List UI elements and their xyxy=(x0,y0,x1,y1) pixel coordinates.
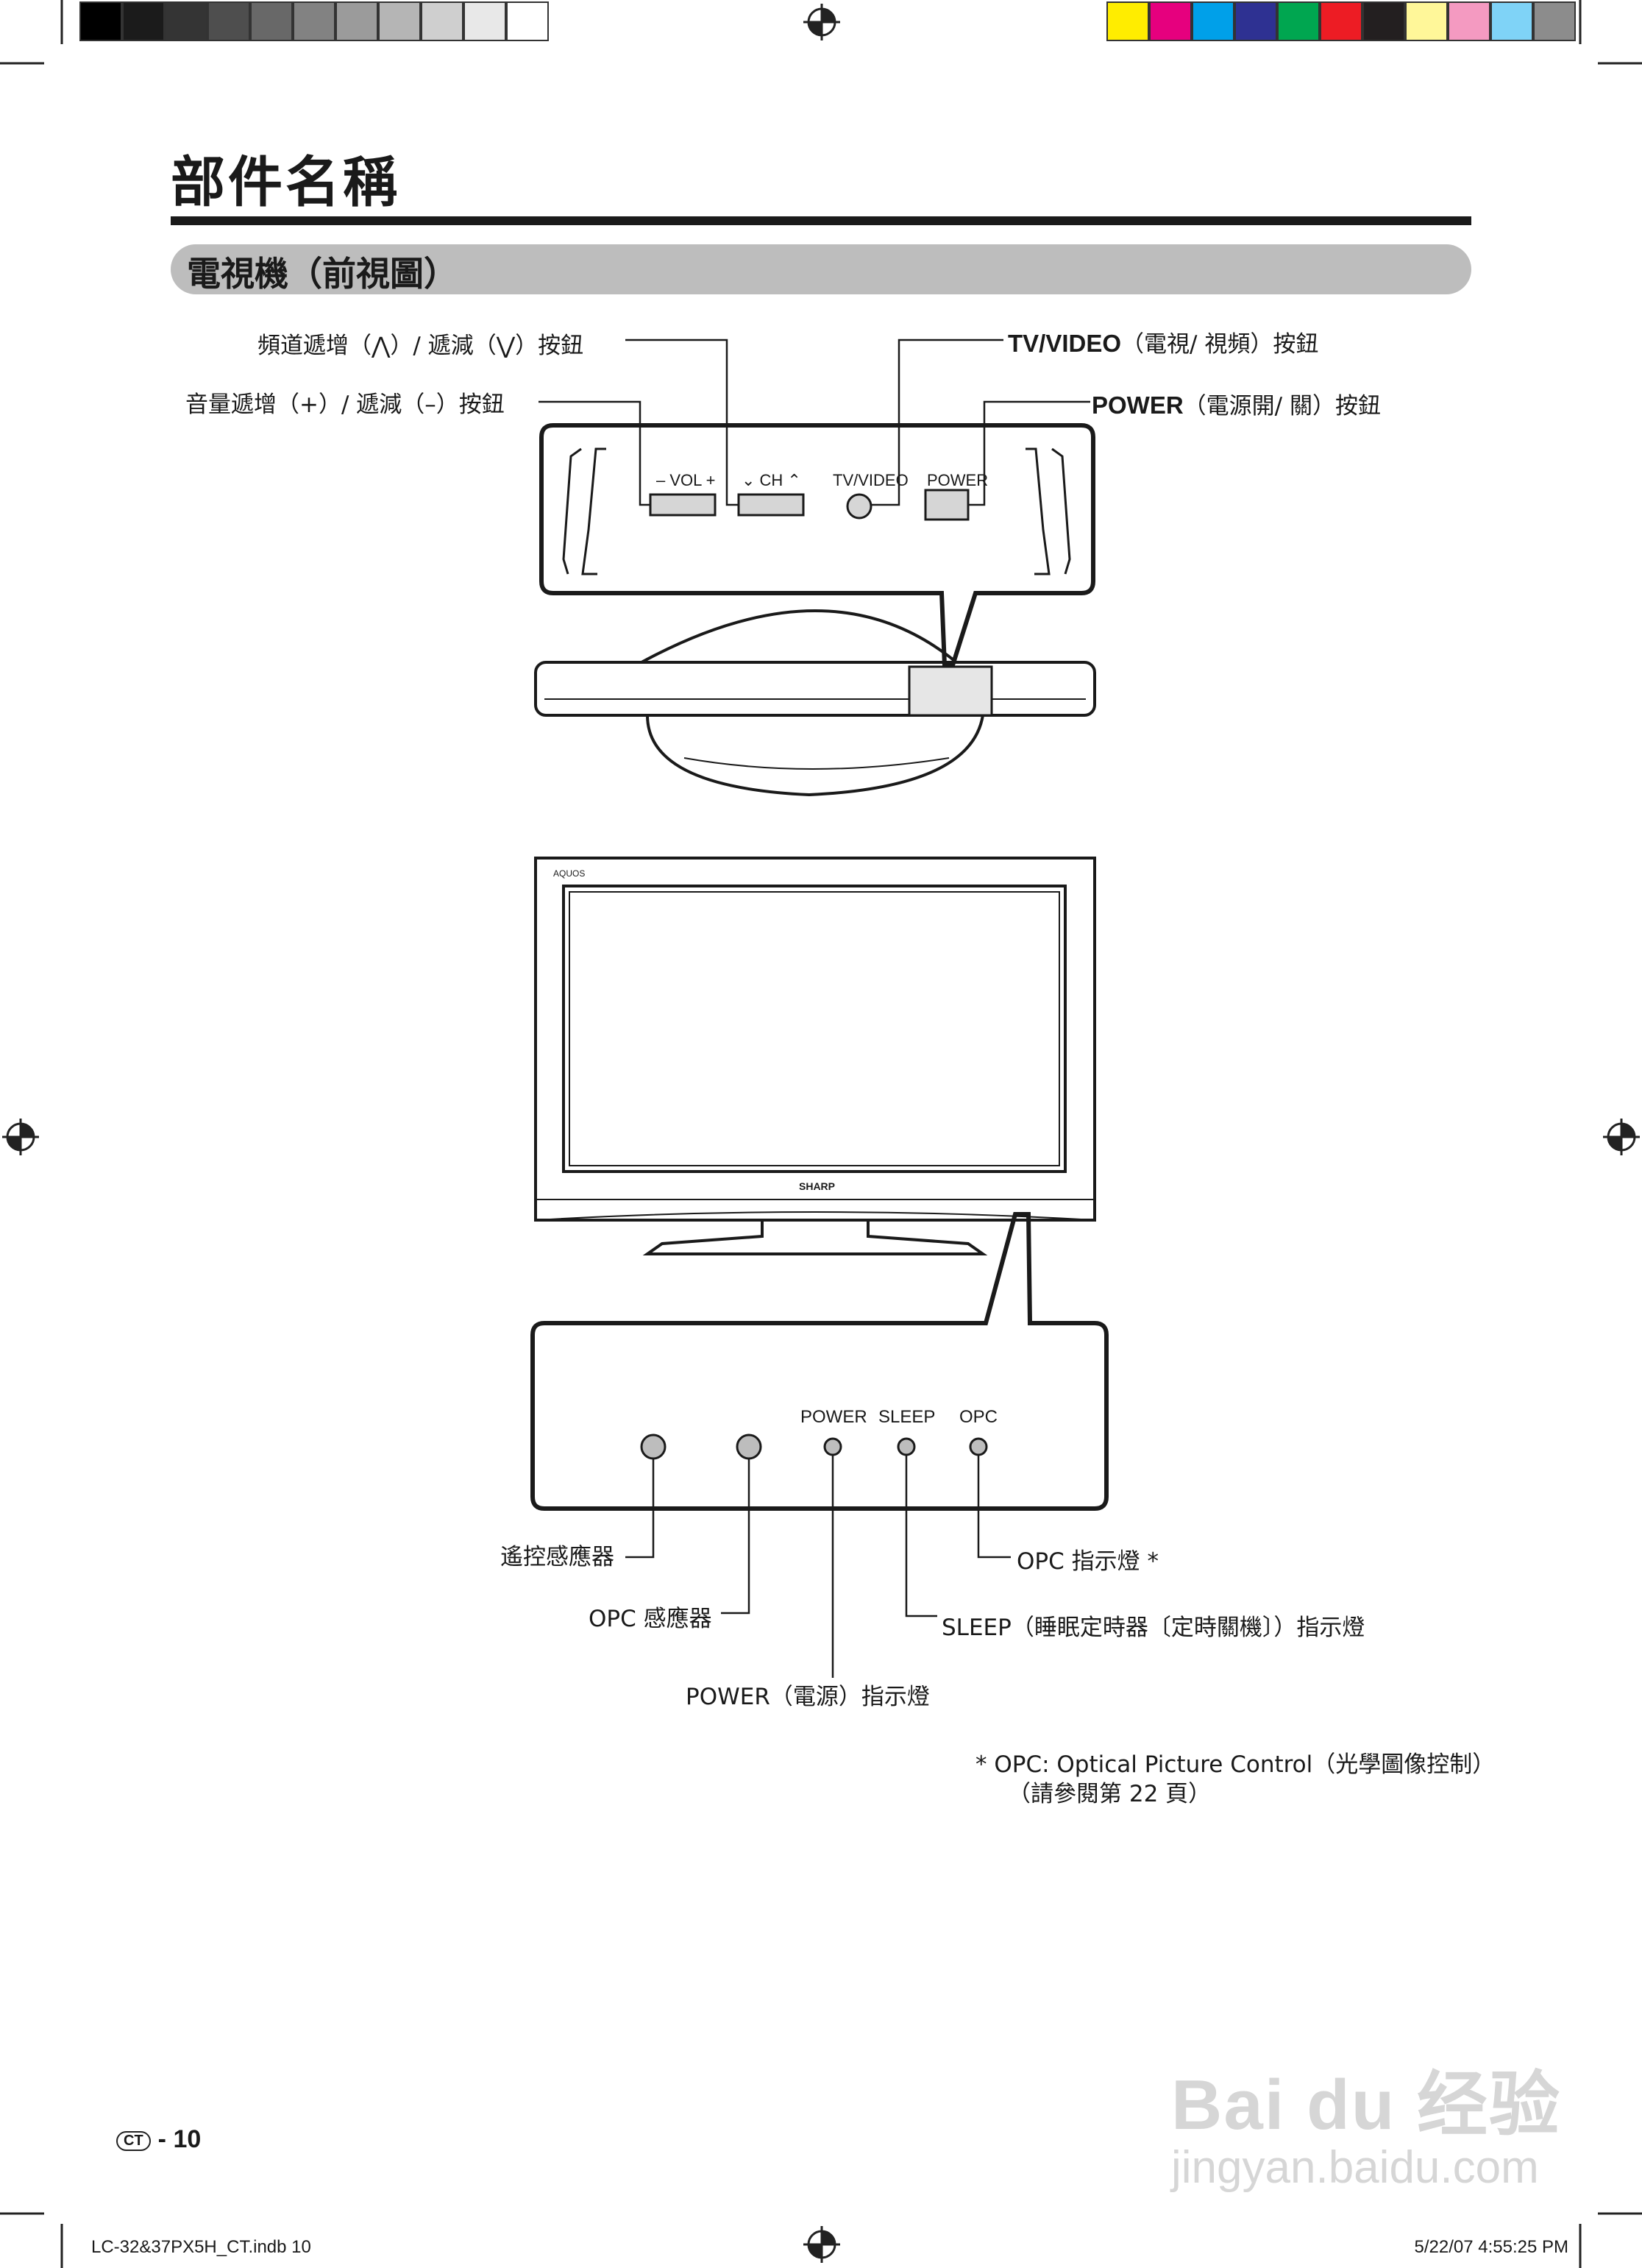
watermark-logo: Bai du 经验 xyxy=(1171,2066,1562,2144)
grays-swatch xyxy=(378,1,421,41)
vol-button xyxy=(649,493,717,517)
colors-swatch xyxy=(1405,1,1448,41)
indicator-callout xyxy=(530,1212,1109,1511)
opc-indicator-label: OPC 指示燈 * xyxy=(1017,1548,1159,1575)
remote-sensor xyxy=(640,1434,667,1460)
section-bar xyxy=(171,244,1471,294)
colors-swatch xyxy=(1362,1,1405,41)
colors-swatch xyxy=(1149,1,1192,41)
grays-swatch xyxy=(335,1,378,41)
footnote-line1: * OPC: Optical Picture Control（光學圖像控制） xyxy=(975,1751,1496,1778)
colors-swatch xyxy=(1277,1,1320,41)
ind-sleep-text: SLEEP xyxy=(878,1407,936,1427)
tv-front-frame xyxy=(534,857,1096,1222)
tvvideo-panel-text: TV/VIDEO xyxy=(833,471,909,489)
sleep-indicator-label: SLEEP（睡眠定時器〔定時關機〕）指示燈 xyxy=(942,1615,1365,1641)
power-indicator xyxy=(823,1437,842,1456)
grays-swatch xyxy=(79,1,122,41)
vol-button-label: 音量遞增（+）/ 遞減（–）按鈕 xyxy=(185,391,505,418)
opc-sensor xyxy=(736,1434,762,1460)
control-panel-callout xyxy=(539,423,1095,667)
ind-power-text: POWER xyxy=(800,1407,867,1427)
tvvideo-button-label: TV/VIDEO（電視/ 視頻）按鈕 xyxy=(1008,330,1319,358)
power-button-label: POWER（電源開/ 關）按鈕 xyxy=(1092,391,1381,419)
colors-swatch xyxy=(1320,1,1362,41)
file-info: LC-32&37PX5H_CT.indb 10 xyxy=(91,2237,311,2257)
tv-model-line: AQUOS xyxy=(553,868,586,879)
grays-swatch xyxy=(207,1,250,41)
opc-indicator xyxy=(969,1437,988,1456)
page-title: 部件名稱 xyxy=(171,151,400,214)
grays-swatch xyxy=(250,1,293,41)
opc-sensor-label: OPC 感應器 xyxy=(589,1606,712,1632)
power-indicator-label: POWER（電源）指示燈 xyxy=(686,1684,930,1710)
grays-swatch xyxy=(463,1,506,41)
ch-button-label: 頻道遞增（⋀）/ 遞減（⋁）按鈕 xyxy=(257,333,584,359)
vol-panel-text: – VOL + xyxy=(656,471,716,489)
language-badge: CT xyxy=(116,2130,151,2151)
tv-screen xyxy=(562,885,1067,1173)
tv-brand-logo: SHARP xyxy=(799,1180,836,1192)
section-title: 電視機（前視圖） xyxy=(187,254,458,294)
sleep-indicator xyxy=(897,1437,916,1456)
grays-swatch xyxy=(122,1,165,41)
tv-top-view xyxy=(534,661,1096,717)
remote-sensor-label: 遙控感應器 xyxy=(500,1544,614,1570)
colors-swatch xyxy=(1234,1,1277,41)
grays-swatch xyxy=(506,1,549,41)
colors-swatch xyxy=(1490,1,1533,41)
power-button xyxy=(924,489,970,521)
colors-swatch xyxy=(1192,1,1234,41)
colors-swatch xyxy=(1106,1,1149,41)
title-rule xyxy=(171,216,1471,225)
ind-opc-text: OPC xyxy=(959,1407,998,1427)
print-date: 5/22/07 4:55:25 PM xyxy=(1414,2237,1568,2257)
page-number: 10 xyxy=(173,2125,202,2153)
colors-swatch xyxy=(1448,1,1490,41)
tvvideo-button xyxy=(846,493,872,520)
grays-swatch xyxy=(165,1,207,41)
colors-swatch xyxy=(1533,1,1576,41)
grays-swatch xyxy=(293,1,335,41)
ch-panel-text: ⌄ CH ⌃ xyxy=(742,471,801,489)
footnote-line2: （請參閱第 22 頁） xyxy=(1008,1781,1212,1807)
grays-swatch xyxy=(421,1,463,41)
power-panel-text: POWER xyxy=(927,471,989,489)
ch-button xyxy=(737,493,805,517)
watermark-url: jingyan.baidu.com xyxy=(1171,2142,1539,2193)
page-number-block: CT- 10 xyxy=(116,2125,201,2154)
